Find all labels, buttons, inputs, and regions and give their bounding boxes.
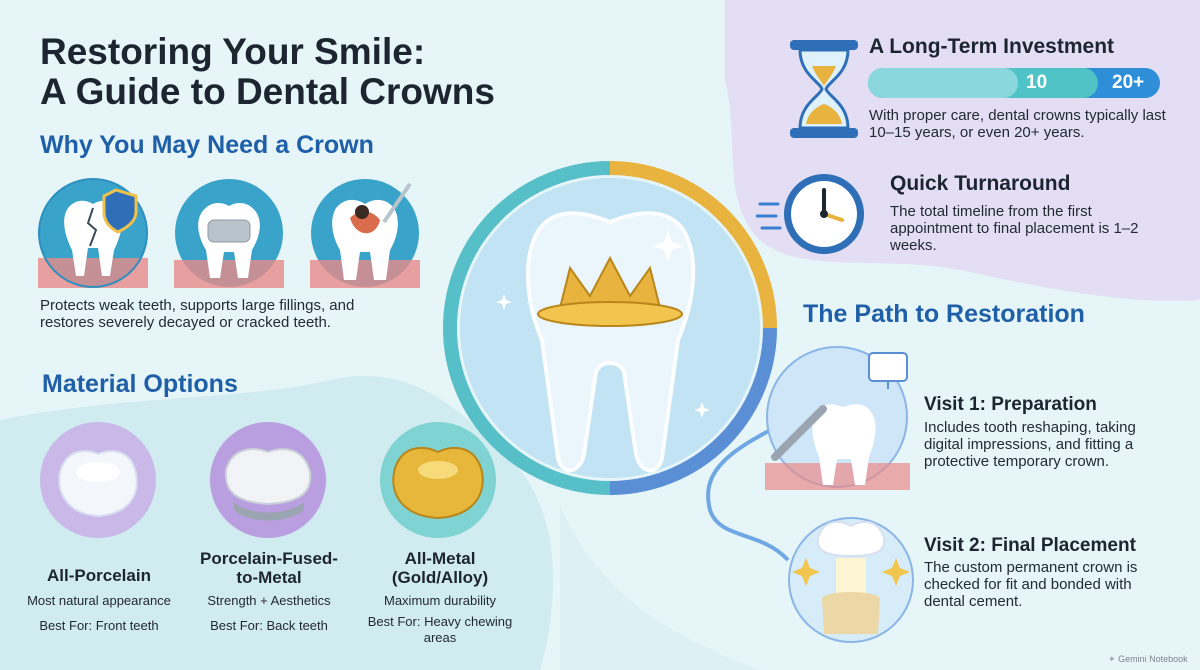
material-bestfor-pfm: Best For: Back teeth [210,618,328,633]
hourglass-icon [790,40,858,138]
turnaround-heading: Quick Turnaround [890,172,1071,195]
sparkle-icon: ✦ [1108,654,1116,664]
investment-heading: A Long-Term Investment [869,35,1115,58]
pfm-crown-icon [210,422,326,538]
watermark-text: Gemini Notebook [1118,654,1188,664]
path-heading: The Path to Restoration [803,300,1085,328]
clock-icon [756,174,864,254]
investment-text: With proper care, dental crowns typicall… [869,107,1166,141]
visit-1-title: Visit 1: Preparation [924,394,1097,415]
porcelain-crown-icon [40,422,156,538]
watermark: ✦ Gemini Notebook [1108,654,1188,665]
filled-tooth-icon [174,179,284,288]
visit-1-text: Includes tooth reshaping, taking digital… [924,419,1136,470]
material-name-pfm: Porcelain-Fused-to-Metal [200,549,338,587]
cracked-tooth-icon [38,178,148,288]
material-bestfor-porcelain: Best For: Front teeth [39,618,159,633]
material-desc-pfm: Strength + Aesthetics [207,593,331,608]
title-line-2: A Guide to Dental Crowns [40,71,495,112]
title-line-1: Restoring Your Smile: [40,31,426,72]
bar-label-10: 10 [1026,72,1048,93]
material-name-metal: All-Metal (Gold/Alloy) [391,549,489,587]
final-placement-illustration [788,517,914,643]
visit-2-text: The custom permanent crown is checked fo… [924,559,1138,610]
bar-label-20-plus: 20+ [1112,72,1145,93]
material-bestfor-metal: Best For: Heavy chewing areas [367,614,513,645]
turnaround-text: The total timeline from the first appoin… [890,203,1139,254]
why-text: Protects weak teeth, supports large fill… [40,297,355,331]
material-desc-metal: Maximum durability [384,593,496,608]
preparation-illustration [765,346,910,490]
lifespan-bar-fill [868,68,1018,98]
materials-heading: Material Options [42,370,238,398]
material-desc-porcelain: Most natural appearance [27,593,171,608]
central-crown-illustration [443,161,777,495]
gold-crown-icon [380,422,496,538]
page-title: Restoring Your Smile: A Guide to Dental … [40,32,560,112]
material-name-porcelain: All-Porcelain [47,566,151,585]
why-heading: Why You May Need a Crown [40,131,374,159]
visit-2-title: Visit 2: Final Placement [924,535,1136,556]
decayed-tooth-icon [310,179,420,288]
path-connector [706,418,791,562]
